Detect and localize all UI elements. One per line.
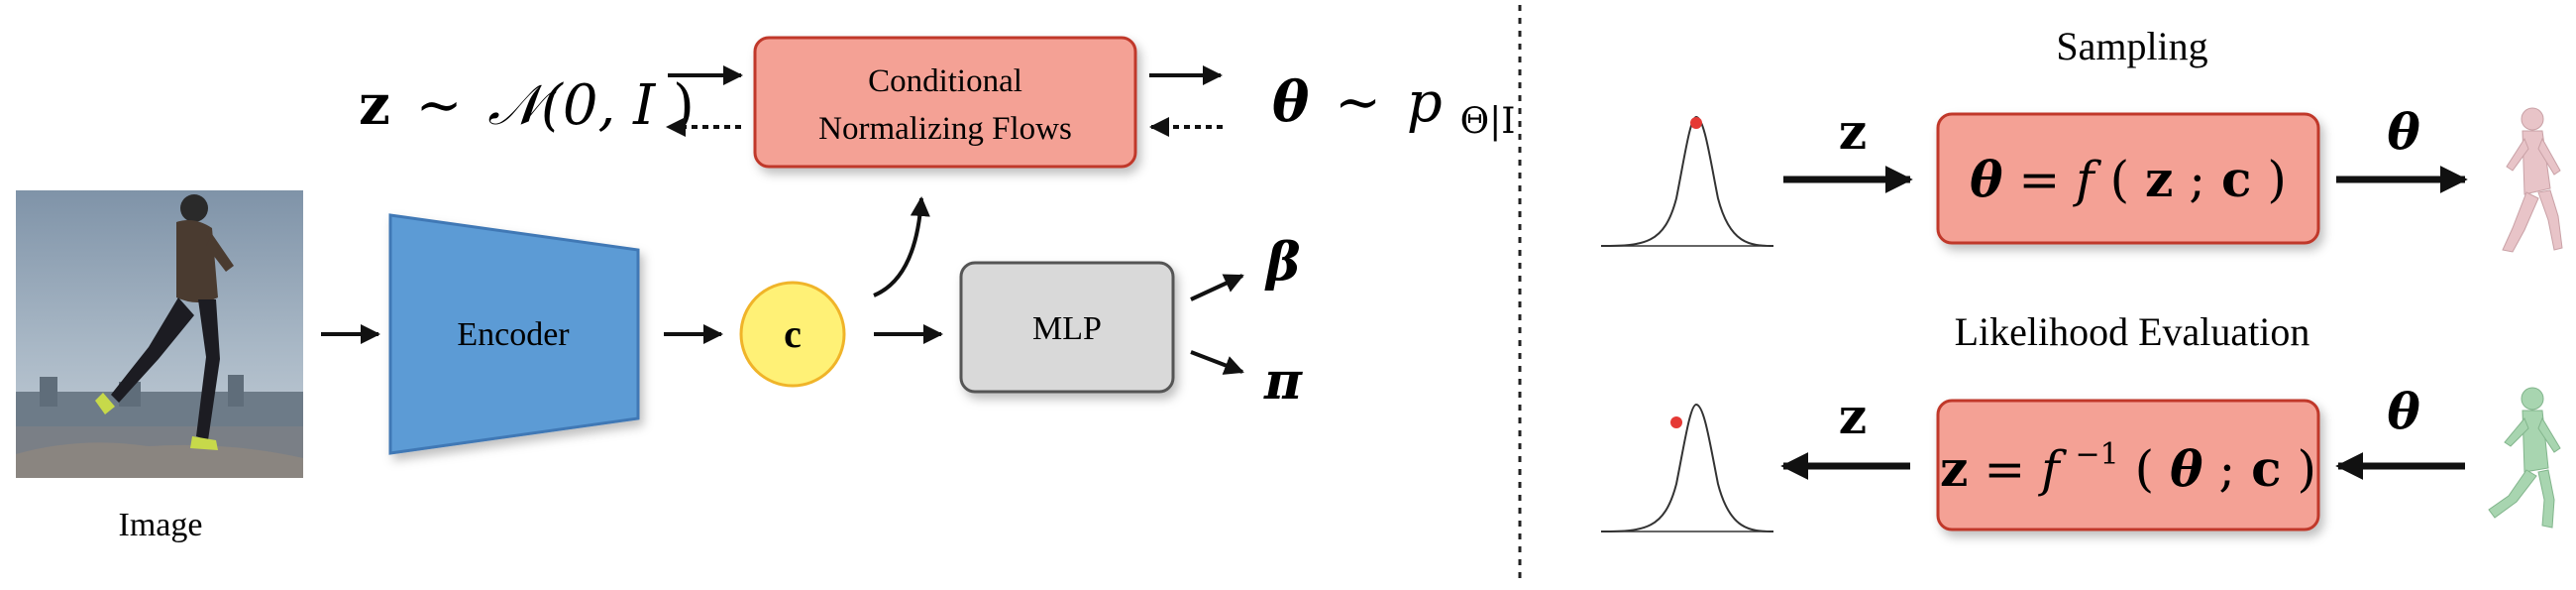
- encoder-block: [388, 213, 640, 455]
- mlp-block: [959, 261, 1175, 394]
- likelihood-flow-block: [1936, 399, 2320, 531]
- beta-output: β: [1264, 232, 1301, 293]
- likelihood-equation: z = f −1 ( θ ; c ): [1940, 418, 2316, 498]
- runner-photo: [16, 190, 303, 478]
- arrow-c-to-flows: [873, 196, 930, 297]
- sampling-title: Sampling: [2056, 24, 2207, 68]
- gaussian-curve-icon: [1600, 115, 1774, 247]
- flows-label-line1: Conditional: [868, 63, 1022, 99]
- gaussian-curve-icon: [1600, 403, 1774, 532]
- c-node: [739, 281, 846, 388]
- sampling-out-label: θ: [2387, 102, 2420, 161]
- pose-figure-icon: [2502, 107, 2563, 253]
- sampling-in-label: z: [1839, 102, 1867, 161]
- arrow-mlp-to-beta: [1190, 274, 1244, 301]
- sampling-equation: θ = f ( z ; c ): [1970, 150, 2287, 208]
- flows-label-line2: Normalizing Flows: [818, 111, 1072, 147]
- c-label: c: [784, 311, 802, 356]
- theta-posterior-expression: θ ∼ p Θ|I: [1272, 69, 1515, 142]
- z-prior-expression: z ∼ 𝒩(0, I ): [359, 72, 695, 138]
- pi-output: π: [1263, 351, 1303, 412]
- mlp-label: MLP: [1032, 310, 1102, 347]
- normalizing-flows-block: [753, 36, 1137, 169]
- likelihood-out-label: z: [1839, 387, 1867, 445]
- image-caption: Image: [119, 507, 203, 543]
- likelihood-in-label: θ: [2387, 382, 2420, 440]
- pose-figure-icon: [2488, 387, 2561, 529]
- arrow-mlp-to-pi: [1190, 350, 1244, 375]
- likelihood-title: Likelihood Evaluation: [1955, 309, 2310, 354]
- sampling-flow-block: [1936, 112, 2320, 245]
- encoder-label: Encoder: [457, 316, 570, 353]
